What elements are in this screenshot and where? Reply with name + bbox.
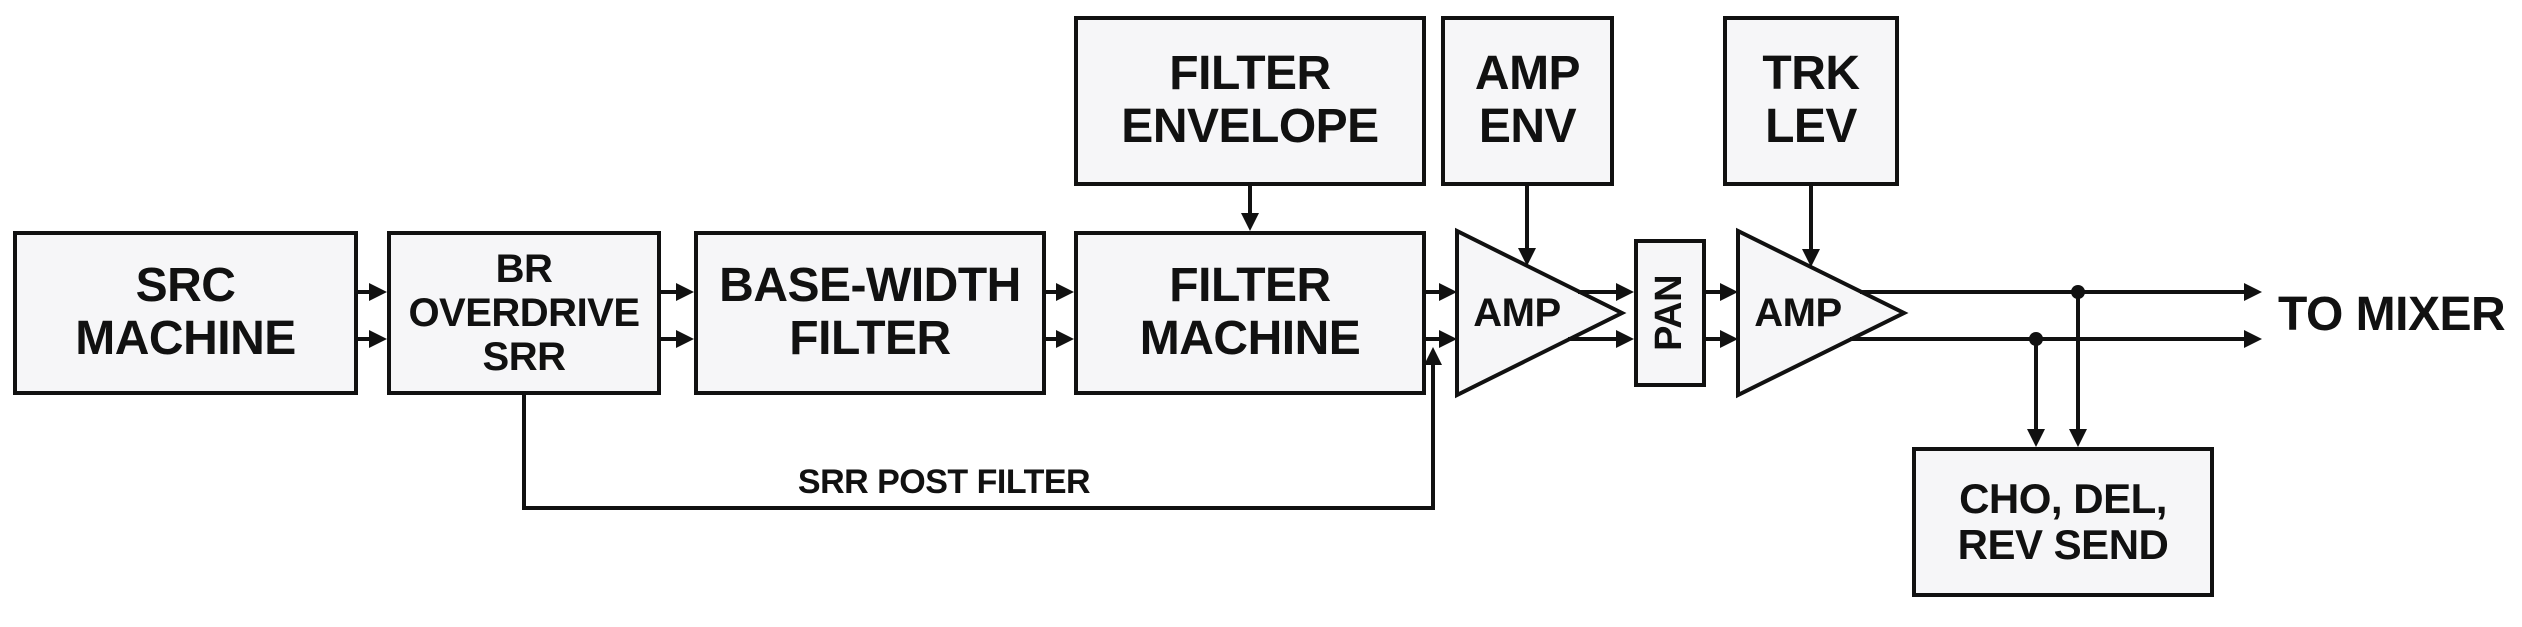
pan-to-amp2-arrows [1706, 283, 1738, 348]
to-mixer-label: TO MIXER [2278, 288, 2506, 341]
node-br-overdrive-srr: BR OVERDRIVE SRR [387, 231, 661, 395]
amp2-label: AMP [1754, 291, 1842, 335]
amp1-label: AMP [1473, 291, 1561, 335]
srr-post-filter-path [522, 347, 1442, 510]
ampenv-to-amp1-arrow [1518, 186, 1536, 266]
filtermachine-to-amp1-arrows [1426, 283, 1457, 348]
node-cho-del-rev-send: CHO, DEL, REV SEND [1912, 447, 2214, 597]
amp1-to-pan-arrows [1568, 283, 1634, 348]
pan-label: PAN [1648, 275, 1691, 351]
br-to-basewidth-arrows [661, 283, 694, 348]
amp2-to-mixer-arrows [1850, 283, 2262, 348]
node-base-width-filter: BASE-WIDTH FILTER [694, 231, 1046, 395]
node-amp-env: AMP ENV [1441, 16, 1614, 186]
filterenvelope-to-filtermachine-arrow [1241, 186, 1259, 231]
amp1-triangle [1455, 227, 1627, 399]
basewidth-to-filtermachine-arrows [1046, 283, 1074, 348]
send-tap-junctions [2027, 285, 2087, 447]
srr-post-filter-label: SRR POST FILTER [797, 463, 1091, 501]
node-filter-machine: FILTER MACHINE [1074, 231, 1426, 395]
node-filter-envelope: FILTER ENVELOPE [1074, 16, 1426, 186]
node-trk-lev: TRK LEV [1723, 16, 1899, 186]
node-src-machine: SRC MACHINE [13, 231, 358, 395]
node-pan: PAN [1634, 239, 1706, 387]
amp2-triangle [1736, 227, 1909, 399]
src-to-br-arrows [358, 283, 387, 348]
trklev-to-amp2-arrow [1802, 186, 1820, 267]
